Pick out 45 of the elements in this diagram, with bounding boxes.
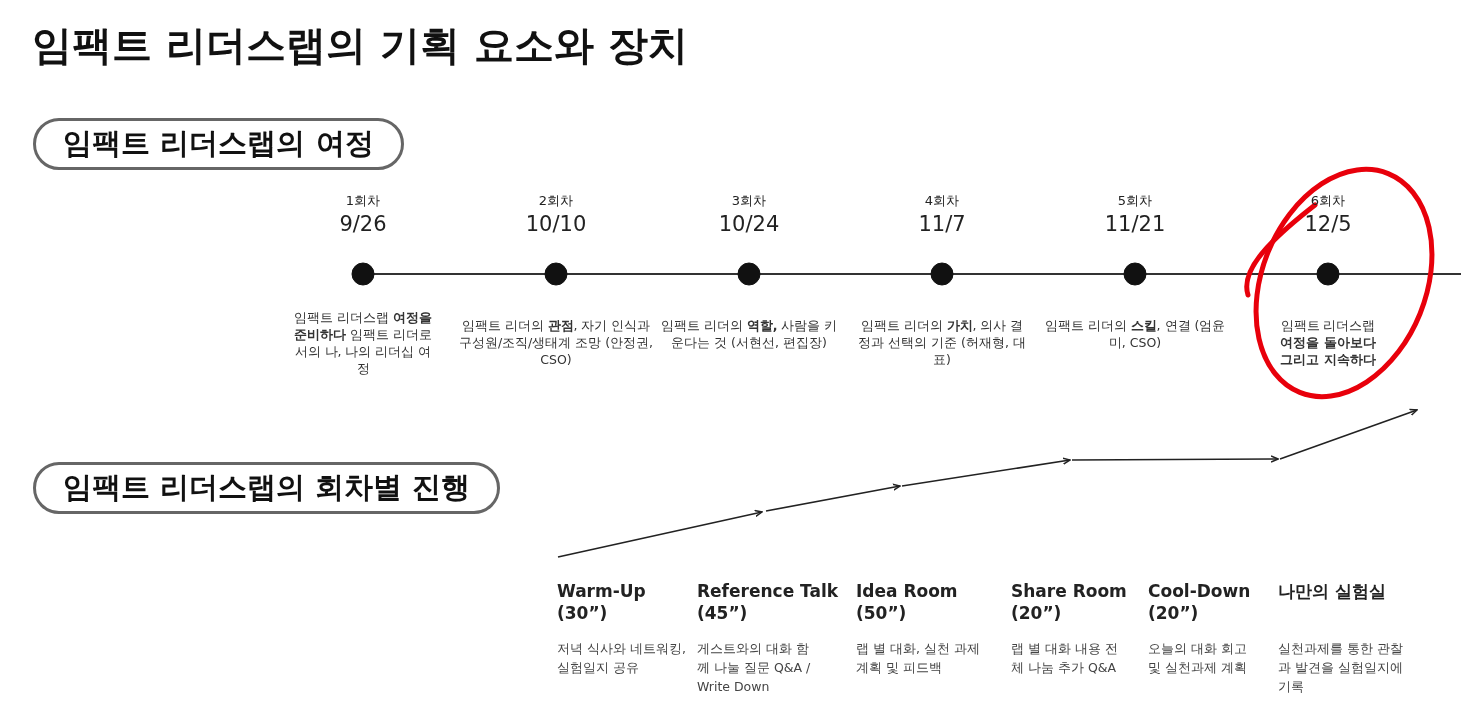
program-title: Reference Talk (45”) xyxy=(697,580,840,624)
program-description: 실천과제를 통한 관찰과 발견을 실험일지에 기록 xyxy=(1278,640,1403,696)
program-description: 오늘의 대화 회고 및 실천과제 계획 xyxy=(1148,640,1248,677)
program-title: Cool-Down (20”) xyxy=(1148,580,1252,624)
timeline-line xyxy=(952,273,1125,275)
program-title: Share Room (20”) xyxy=(1011,580,1128,624)
section-heading: 임팩트 리더스랩의 회차별 진행 xyxy=(33,462,500,514)
timeline-dot xyxy=(1316,262,1340,286)
session-description: 임팩트 리더스랩 여정을 돌아보다 그리고 지속하다 xyxy=(1279,317,1377,368)
timeline-line xyxy=(373,273,546,275)
session-number: 5회차 xyxy=(1116,192,1154,210)
session-number: 2회차 xyxy=(537,192,575,210)
session-date: 12/5 xyxy=(1303,212,1353,236)
session-description: 임팩트 리더스랩 여정을 준비하다 임팩트 리더로서의 나, 나의 리더십 여정 xyxy=(293,309,433,377)
session-number: 4회차 xyxy=(923,192,961,210)
title: 임팩트 리더스랩의 기획 요소와 장치 xyxy=(32,21,688,70)
timeline-dot xyxy=(930,262,954,286)
program-description: 랩 별 대화, 실천 과제 계획 및 피드백 xyxy=(856,640,981,677)
section-heading: 임팩트 리더스랩의 여정 xyxy=(33,118,404,170)
session-date: 10/24 xyxy=(717,212,781,236)
program-description: 저녁 식사와 네트워킹, 실험일지 공유 xyxy=(557,640,687,677)
timeline-dot xyxy=(1123,262,1147,286)
program-title: Warm-Up (30”) xyxy=(557,580,647,624)
session-date: 11/7 xyxy=(917,212,967,236)
timeline-line xyxy=(759,273,932,275)
program-description: 랩 별 대화 내용 전체 나눔 추가 Q&A xyxy=(1011,640,1119,677)
session-description: 임팩트 리더의 스킬, 연결 (엄윤미, CSO) xyxy=(1043,317,1227,351)
timeline-dot xyxy=(544,262,568,286)
session-description: 임팩트 리더의 역할, 사람을 키운다는 것 (서현선, 편집장) xyxy=(659,317,839,351)
session-date: 9/26 xyxy=(338,212,388,236)
program-description: 게스트와의 대화 함께 나눌 질문 Q&A / Write Down xyxy=(697,640,812,696)
session-number: 1회차 xyxy=(344,192,382,210)
session-date: 10/10 xyxy=(524,212,588,236)
session-description: 임팩트 리더의 가치, 의사 결정과 선택의 기준 (허재형, 대표) xyxy=(857,317,1027,368)
timeline-line xyxy=(1338,273,1461,275)
program-title: Idea Room (50”) xyxy=(856,580,959,624)
timeline-line xyxy=(1145,273,1318,275)
session-description: 임팩트 리더의 관점, 자기 인식과 구성원/조직/생태계 조망 (안정권, CSO) xyxy=(457,317,655,368)
program-title: 나만의 실험실 xyxy=(1278,580,1387,602)
session-number: 3회차 xyxy=(730,192,768,210)
session-number: 6회차 xyxy=(1309,192,1347,210)
timeline-dot xyxy=(737,262,761,286)
session-date: 11/21 xyxy=(1103,212,1167,236)
timeline-dot xyxy=(351,262,375,286)
timeline-line xyxy=(566,273,739,275)
